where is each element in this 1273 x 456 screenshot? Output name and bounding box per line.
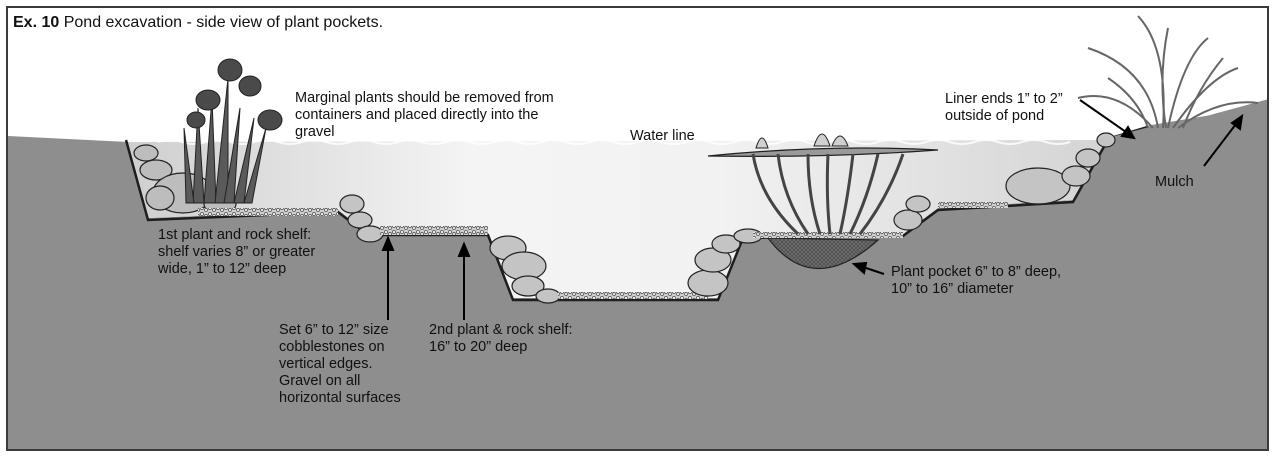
leader-lines <box>381 99 1244 320</box>
cobblestones-label: Set 6” to 12” size cobblestones on verti… <box>279 322 401 406</box>
figure-number: Ex. 10 <box>13 14 60 31</box>
plant-pocket <box>766 237 880 270</box>
mulch-leader <box>1203 123 1237 167</box>
ground <box>8 98 1267 449</box>
water-surface <box>157 139 1071 145</box>
pocket-arrowhead <box>851 261 868 275</box>
shelf1-label: 1st plant and rock shelf: shelf varies 8… <box>158 227 316 277</box>
figure-caption: Pond excavation - side view of plant poc… <box>63 14 384 31</box>
shelf1-edge-cobbles <box>339 194 384 243</box>
shelf2-arrowhead <box>457 241 471 257</box>
iris-plants <box>183 58 283 204</box>
bottom-right-cobbles <box>687 228 763 297</box>
pond-cross-section <box>8 15 1267 449</box>
mulch-arrowhead <box>1230 113 1244 131</box>
liner-leader <box>1079 99 1127 133</box>
water-lily <box>707 133 939 236</box>
shelf3-gravel <box>753 232 903 238</box>
figure-title: Ex. 10 Pond excavation - side view of pl… <box>13 14 383 32</box>
shelf4-gravel <box>938 202 1008 208</box>
bottom-gravel <box>558 292 708 299</box>
diagram-frame: Ex. 10 Pond excavation - side view of pl… <box>6 6 1269 451</box>
shelf2-gravel <box>380 226 488 235</box>
marginal-plants-label: Marginal plants should be removed from c… <box>295 90 554 140</box>
liner-arrowhead <box>1120 125 1136 140</box>
mulch-label: Mulch <box>1155 174 1194 190</box>
cobblestone-arrowhead <box>381 235 395 251</box>
pocket-leader <box>865 267 885 275</box>
shelf1-gravel <box>198 208 338 216</box>
grass-clump <box>1077 15 1259 129</box>
bottom-left-cobbles <box>489 235 561 304</box>
liner-ends-label: Liner ends 1” to 2” outside of pond <box>945 91 1063 124</box>
pond-water <box>128 140 1108 298</box>
shelf2-label: 2nd plant & rock shelf: 16” to 20” deep <box>429 322 573 355</box>
right-bank-rocks <box>893 132 1116 231</box>
plant-pocket-label: Plant pocket 6” to 8” deep, 10” to 16” d… <box>891 264 1062 297</box>
water-line-label: Water line <box>630 128 695 144</box>
